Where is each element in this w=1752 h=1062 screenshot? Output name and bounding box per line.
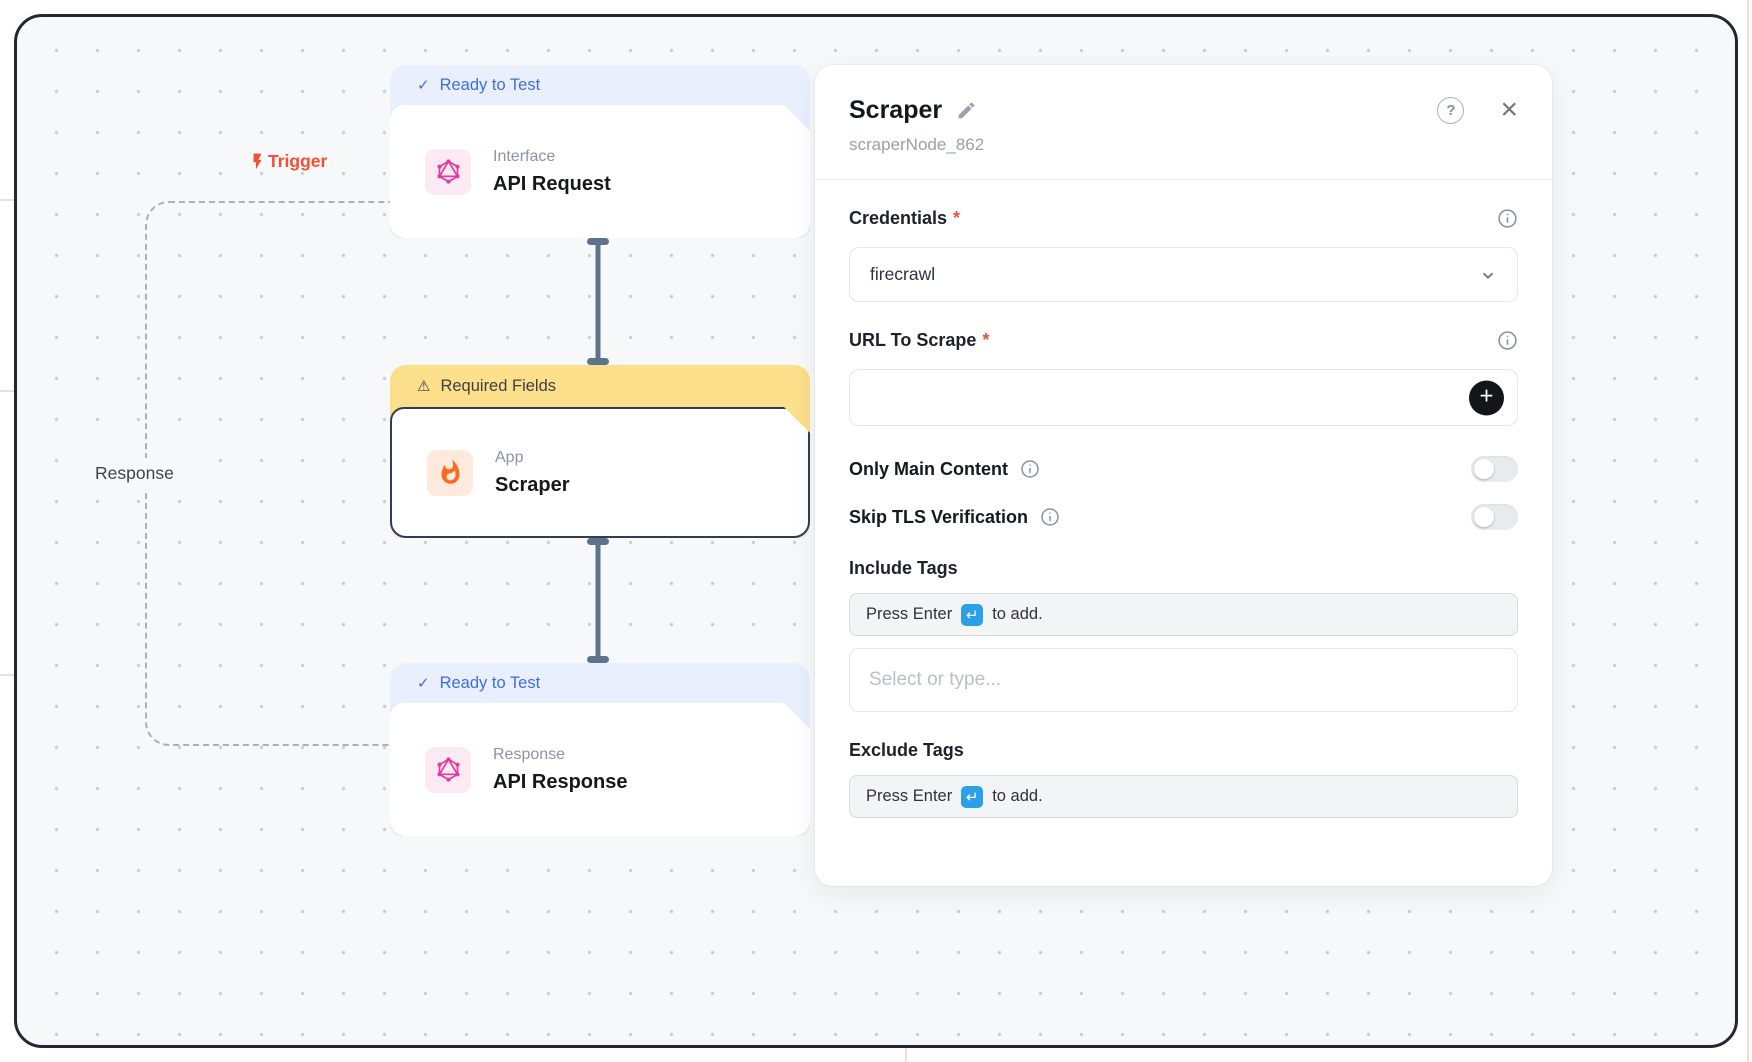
only-main-content-label: Only Main Content	[849, 458, 1008, 479]
node-connector	[586, 238, 610, 365]
add-variable-button[interactable]: +	[1469, 380, 1504, 415]
help-icon[interactable]: ?	[1437, 96, 1465, 124]
hint-text-after: to add.	[992, 787, 1043, 805]
node-badge-label: Ready to Test	[439, 673, 541, 692]
background-artifact	[1747, 0, 1749, 1062]
node-id-label: scraperNode_862	[849, 135, 985, 154]
credentials-select[interactable]: firecrawl	[849, 247, 1518, 302]
exclude-tags-hint[interactable]: Press Enter ↵ to add.	[849, 775, 1518, 818]
node-badge-label: Required Fields	[440, 376, 557, 395]
edit-pencil-icon[interactable]	[956, 100, 977, 121]
only-main-content-toggle[interactable]	[1471, 456, 1518, 482]
include-tags-hint[interactable]: Press Enter ↵ to add.	[849, 593, 1518, 636]
skip-tls-toggle[interactable]	[1471, 504, 1518, 530]
node-kind-label: Response	[493, 745, 566, 763]
node-config-panel: Scraper ? × scraperNode_862 Credentials …	[815, 65, 1552, 886]
exclude-tags-label: Exclude Tags	[849, 740, 964, 760]
node-title: API Response	[493, 770, 628, 793]
background-artifact	[0, 390, 14, 392]
info-icon[interactable]	[1040, 507, 1060, 527]
enter-key-icon: ↵	[961, 603, 984, 626]
panel-title: Scraper	[849, 95, 943, 124]
node-title: API Request	[493, 172, 611, 195]
background-artifact	[0, 674, 14, 676]
include-tags-input[interactable]	[849, 648, 1518, 712]
include-tags-label: Include Tags	[849, 558, 958, 578]
hint-text-before: Press Enter	[866, 605, 953, 623]
hint-text-after: to add.	[992, 605, 1043, 623]
fire-icon	[427, 450, 473, 496]
url-input[interactable]	[850, 370, 1517, 425]
info-icon[interactable]	[1497, 208, 1518, 229]
node-api-response[interactable]: ✓ Ready to Test Response API Response	[390, 663, 810, 836]
close-icon[interactable]: ×	[1500, 93, 1518, 126]
check-icon: ✓	[417, 77, 430, 94]
lightning-bolt-icon	[253, 153, 262, 170]
workflow-window: Response Trigger ✓ Ready to Test Interfa…	[14, 14, 1738, 1048]
node-api-request[interactable]: ✓ Ready to Test Interface API Request	[390, 65, 810, 238]
response-label: Response	[85, 458, 184, 489]
check-icon: ✓	[417, 675, 430, 692]
graphql-icon	[425, 747, 471, 793]
hint-text-before: Press Enter	[866, 787, 953, 805]
divider	[815, 179, 1552, 180]
enter-key-icon: ↵	[961, 785, 984, 808]
trigger-label: Trigger	[248, 151, 327, 172]
info-icon[interactable]	[1497, 330, 1518, 351]
node-scraper[interactable]: ⚠ Required Fields App Scraper	[390, 365, 810, 538]
info-icon[interactable]	[1020, 459, 1040, 479]
skip-tls-label: Skip TLS Verification	[849, 506, 1029, 527]
node-badge-label: Ready to Test	[439, 75, 541, 94]
node-title: Scraper	[495, 473, 570, 496]
chevron-down-icon	[1482, 272, 1494, 279]
background-artifact	[0, 199, 14, 201]
credentials-label: Credentials	[849, 208, 948, 228]
trigger-label-text: Trigger	[268, 151, 328, 171]
required-asterisk: *	[982, 330, 990, 350]
node-connector	[586, 538, 610, 663]
node-kind-label: Interface	[493, 147, 556, 165]
warning-icon: ⚠	[417, 378, 431, 395]
node-kind-label: App	[495, 448, 524, 466]
graphql-icon	[425, 149, 471, 195]
required-asterisk: *	[953, 208, 961, 228]
background-artifact	[905, 1046, 907, 1062]
url-to-scrape-label: URL To Scrape	[849, 330, 977, 350]
credentials-value: firecrawl	[870, 264, 936, 284]
